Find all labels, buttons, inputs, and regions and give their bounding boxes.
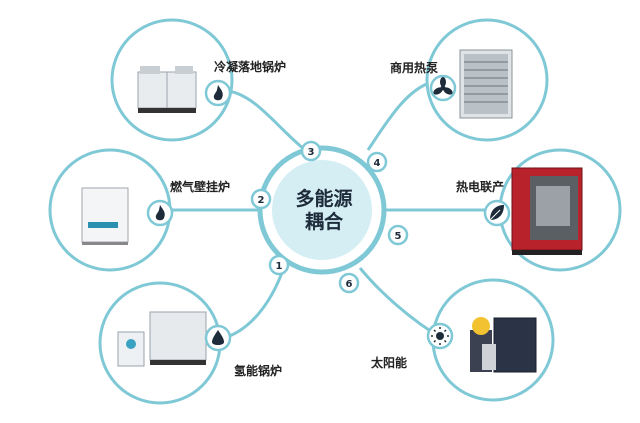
badge-5-text: 5 bbox=[395, 231, 402, 242]
label-hydrogen-boiler: 氢能锅炉 bbox=[234, 364, 283, 378]
icon-sun-solar bbox=[426, 322, 454, 350]
label-chp: 热电联产 bbox=[456, 180, 505, 194]
badge-2: 2 bbox=[250, 188, 272, 210]
center-hub bbox=[257, 145, 387, 275]
icon-flame-wall-boiler bbox=[146, 199, 174, 227]
label-solar: 太阳能 bbox=[371, 356, 408, 370]
badge-2-text: 2 bbox=[258, 195, 265, 206]
badge-6-text: 6 bbox=[346, 279, 353, 290]
badge-4-text: 4 bbox=[374, 158, 381, 169]
badge-3: 3 bbox=[300, 140, 322, 162]
label-wall-boiler: 燃气壁挂炉 bbox=[170, 180, 231, 194]
connector-heat-pump bbox=[366, 80, 433, 151]
connector-condensing-boiler bbox=[227, 89, 306, 152]
condensing-boiler-image bbox=[137, 66, 197, 113]
heat-pump-image bbox=[459, 49, 513, 119]
center-fill bbox=[272, 160, 372, 260]
hydrogen-boiler-image bbox=[117, 311, 207, 367]
icon-leaf-chp bbox=[483, 199, 511, 227]
icon-fan-heat-pump bbox=[429, 74, 457, 102]
badge-3-text: 3 bbox=[308, 147, 315, 158]
chp-image bbox=[511, 167, 583, 255]
badge-6: 6 bbox=[338, 272, 360, 294]
solar-image bbox=[470, 317, 537, 373]
badge-4: 4 bbox=[366, 151, 388, 173]
badge-5: 5 bbox=[387, 224, 409, 246]
center-title-line1: 多能源 bbox=[295, 188, 353, 210]
badge-1-text: 1 bbox=[276, 261, 283, 272]
center-title-line2: 耦合 bbox=[304, 211, 343, 233]
center-title: 多能源 耦合 bbox=[275, 188, 373, 234]
badge-1: 1 bbox=[268, 254, 290, 276]
icon-flame-condensing-boiler bbox=[204, 79, 232, 107]
icon-drop-hydrogen-boiler bbox=[204, 324, 232, 352]
label-heat-pump: 商用热泵 bbox=[390, 61, 439, 75]
wall-boiler-image bbox=[81, 187, 129, 245]
label-condensing-boiler: 冷凝落地锅炉 bbox=[214, 60, 287, 74]
